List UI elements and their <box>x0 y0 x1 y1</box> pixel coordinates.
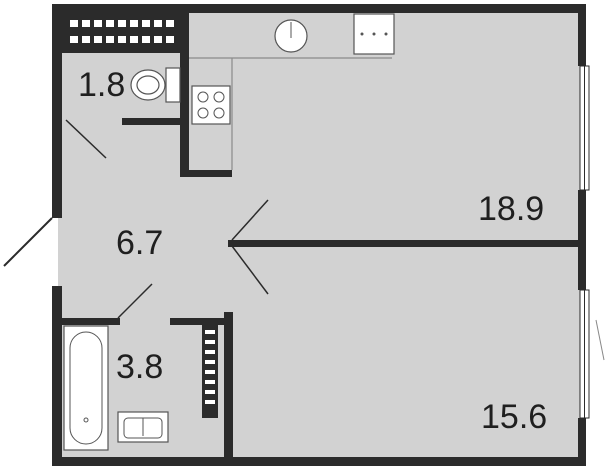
kitchen-area-label: 18.9 <box>478 190 545 228</box>
wc-area-label: 1.8 <box>78 66 126 104</box>
window-icon <box>579 65 590 191</box>
bedroom-area-label: 15.6 <box>481 398 548 436</box>
toilet-icon <box>130 67 181 103</box>
sink-icon <box>274 19 308 53</box>
balcony-line <box>595 319 605 361</box>
kitchen-counter <box>189 57 392 170</box>
door-swing-icon <box>65 119 269 319</box>
towel-radiator-icon <box>202 324 218 418</box>
washbasin-icon <box>117 411 169 443</box>
window-icon <box>579 289 590 419</box>
dishwasher-icon <box>353 13 395 55</box>
interior-walls <box>58 4 582 462</box>
ventilation-shaft-icon <box>62 13 180 53</box>
bathroom-area-label: 3.8 <box>116 348 164 386</box>
stove-icon <box>191 85 231 125</box>
hall-area-label: 6.7 <box>116 224 164 262</box>
bathtub-icon <box>63 325 109 451</box>
door-swing-icon <box>3 217 53 267</box>
